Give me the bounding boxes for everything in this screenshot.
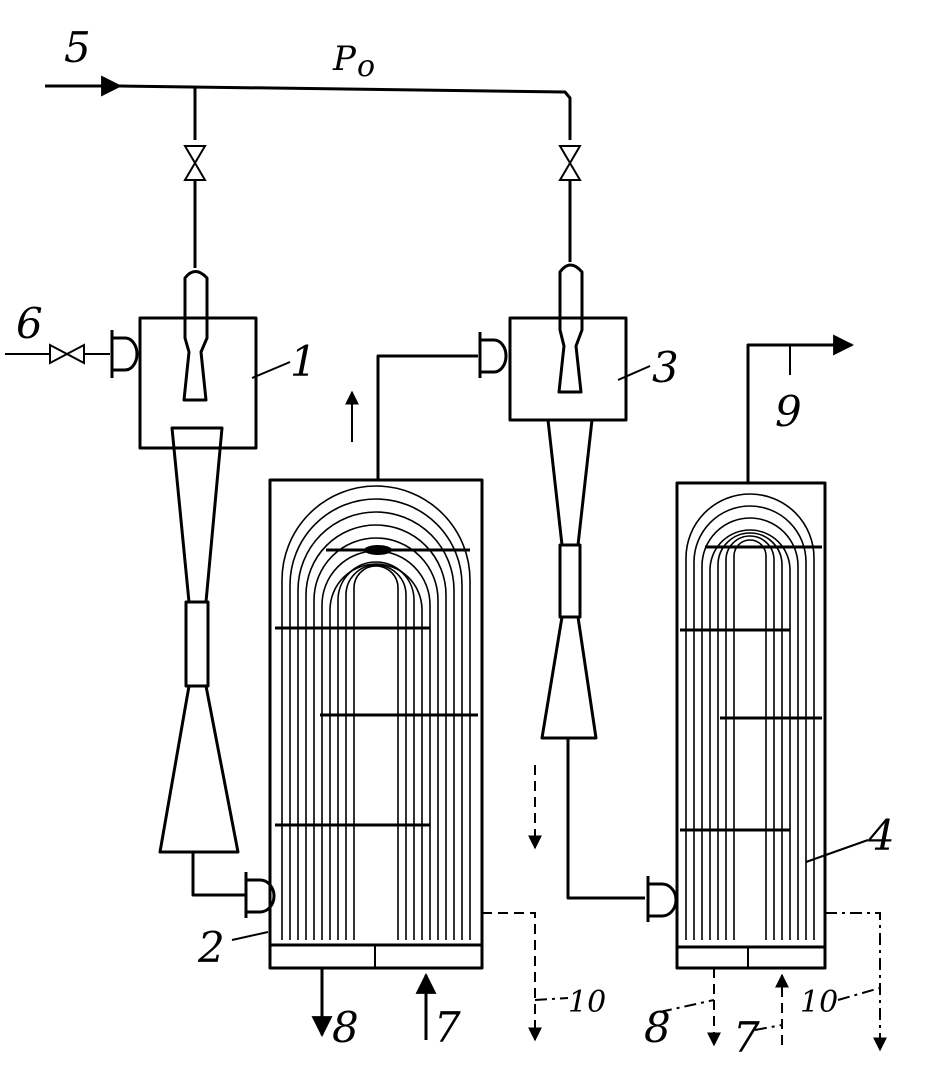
ejector-1: [138, 270, 258, 897]
labels: 5 P o 6 1 3 9 4 2 8 7 10 8 7 10: [16, 23, 895, 1062]
leader-lines: [231, 361, 881, 1031]
suction-line-6: [5, 330, 139, 378]
label-7-right: 7: [733, 1013, 760, 1062]
label-pressure: P: [332, 39, 357, 79]
steam-valve-right: [558, 145, 582, 262]
label-7-left: 7: [434, 1003, 461, 1052]
label-3: 3: [652, 343, 679, 392]
flow-arrows: [311, 390, 887, 1052]
label-6: 6: [16, 299, 43, 348]
label-pressure-sub: o: [357, 49, 375, 84]
label-9: 9: [775, 387, 802, 436]
label-8-right: 8: [644, 1003, 671, 1052]
ejector-3: [478, 263, 645, 900]
label-10-right: 10: [800, 985, 838, 1020]
label-2: 2: [197, 923, 225, 972]
steam-valve-left: [183, 145, 207, 268]
label-4: 4: [867, 811, 895, 860]
label-1: 1: [290, 337, 317, 386]
condenser-4: [646, 334, 855, 970]
label-10-left: 10: [568, 985, 606, 1020]
label-5: 5: [64, 23, 91, 72]
steam-main-line: [45, 75, 572, 140]
condenser-2: [244, 354, 484, 970]
label-8-left: 8: [332, 1003, 359, 1052]
